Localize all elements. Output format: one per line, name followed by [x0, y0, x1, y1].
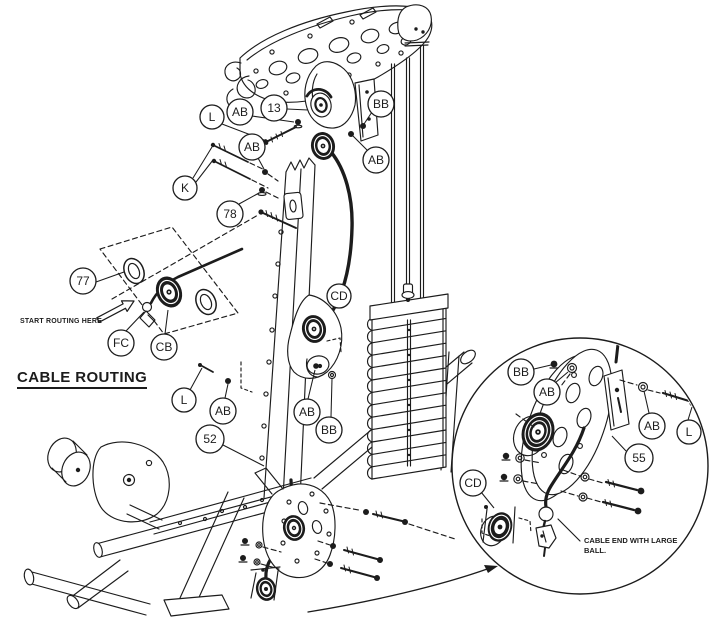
left-pulley-group: [99, 214, 259, 335]
callout-ab-4: AB: [352, 135, 390, 174]
weight-stack: [366, 283, 449, 480]
svg-text:CB: CB: [156, 340, 173, 354]
callout-ab-19: AB: [638, 390, 666, 440]
cable-large-ball: [535, 506, 557, 557]
callout-bb-17: BB: [507, 358, 552, 386]
callout-78-7: 78: [216, 192, 260, 228]
start-routing-label: START ROUTING HERE: [20, 318, 103, 325]
svg-text:AB: AB: [299, 405, 315, 419]
callout-ab-13: AB: [209, 383, 237, 425]
callout-cd-11: CD: [326, 283, 352, 309]
svg-text:52: 52: [203, 432, 217, 446]
upper-fasteners: [210, 119, 366, 229]
top-cable-pulley: [310, 132, 336, 160]
svg-text:BB: BB: [321, 423, 337, 437]
start-routing-arrow: [96, 300, 135, 323]
svg-text:L: L: [181, 393, 188, 407]
inset-small-pulley: [480, 505, 516, 547]
callout-cb-10: CB: [150, 309, 178, 361]
svg-text:55: 55: [632, 451, 646, 465]
detail-inset-circle: [451, 337, 709, 595]
inset-cable: [544, 426, 586, 509]
inset-bracket: [603, 369, 630, 431]
callout-l-20: L: [676, 406, 702, 445]
svg-text:AB: AB: [539, 385, 555, 399]
cable-end-note: CABLE END WITH LARGE BALL.: [584, 536, 677, 556]
svg-text:AB: AB: [244, 140, 260, 154]
lower-fasteners: [198, 361, 337, 393]
callout-ab-14: AB: [293, 369, 321, 426]
callout-55-21: 55: [611, 435, 654, 473]
svg-text:77: 77: [76, 274, 90, 288]
svg-text:13: 13: [267, 101, 281, 115]
machine-line-art: [23, 4, 709, 617]
callout-fc-9: FC: [107, 311, 145, 357]
callout-bb-3: BB: [363, 90, 395, 125]
svg-text:L: L: [686, 425, 693, 439]
svg-text:K: K: [181, 181, 189, 195]
svg-text:AB: AB: [232, 105, 248, 119]
callout-ab-5: AB: [238, 133, 266, 170]
callout-k-6: K: [172, 146, 214, 201]
callout-77-8: 77: [69, 267, 125, 295]
svg-text:AB: AB: [644, 419, 660, 433]
callout-13-2: 13: [260, 94, 309, 122]
cable-end-fitting: [141, 301, 153, 313]
callout-52-16: 52: [195, 424, 265, 467]
svg-text:BB: BB: [513, 365, 529, 379]
svg-text:BB: BB: [373, 97, 389, 111]
callout-ab-1: AB: [226, 98, 295, 126]
callout-ab-18: AB: [533, 371, 569, 406]
svg-text:L: L: [209, 110, 216, 124]
cable-end-note-line1: CABLE END WITH LARGE: [584, 536, 678, 545]
base-frame: [23, 477, 315, 617]
guide-rods: [390, 45, 425, 315]
svg-text:AB: AB: [215, 404, 231, 418]
top-pulley-bracket: [304, 61, 379, 142]
svg-text:FC: FC: [113, 336, 129, 350]
svg-text:78: 78: [223, 207, 237, 221]
diagram-title: CABLE ROUTING: [17, 369, 148, 389]
svg-text:CD: CD: [330, 289, 348, 303]
inset-pointer-arrow: [307, 565, 498, 613]
callout-bb-15: BB: [315, 378, 343, 444]
callout-l-12: L: [171, 367, 203, 413]
cable-end-note-leader: [557, 518, 581, 542]
bottom-pulley-bracket: [238, 467, 456, 601]
svg-text:AB: AB: [368, 153, 384, 167]
svg-text:CD: CD: [464, 476, 482, 490]
callout-cd-22: CD: [459, 469, 495, 509]
cable-end-note-line2: BALL.: [584, 545, 607, 555]
leg-developer: [47, 437, 170, 530]
inset-grooved-pulley: [521, 412, 555, 452]
